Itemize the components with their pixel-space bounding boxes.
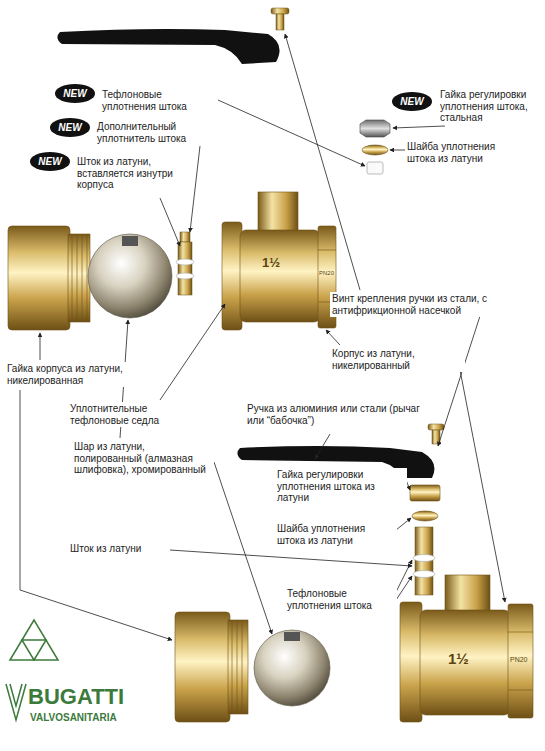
top-body-nut bbox=[8, 226, 90, 330]
leader-lines bbox=[20, 34, 505, 640]
new-badge: NEW bbox=[30, 152, 70, 171]
part-label: Шар из латуни, полированный (алмазная шл… bbox=[72, 440, 214, 477]
part-label: Тефлоновые уплотнения штока bbox=[285, 587, 397, 612]
part-label: Гайка корпуса из латуни, никелированная bbox=[5, 362, 140, 387]
pressure-marking: PN20 bbox=[319, 270, 339, 277]
part-label: Корпус из латуни, никелированный bbox=[330, 347, 465, 372]
top-teflon-seal bbox=[367, 162, 383, 174]
top-stem-nut bbox=[360, 120, 390, 137]
badge-text: NEW bbox=[63, 88, 86, 99]
part-label: Дополнительный уплотнитель штока bbox=[95, 120, 207, 145]
top-handle bbox=[57, 29, 279, 64]
new-badge: NEW bbox=[50, 118, 90, 137]
top-stem bbox=[176, 232, 194, 295]
top-washer bbox=[362, 145, 388, 155]
bottom-body bbox=[400, 575, 533, 722]
part-label: Шайба уплотнения штока из латуни bbox=[275, 522, 397, 547]
part-label: Шток из латуни, вставляется изнутри корп… bbox=[75, 155, 183, 192]
brand-subtitle: VALVOSANITARIA bbox=[30, 712, 150, 724]
bottom-stem-nut bbox=[410, 485, 440, 501]
part-label: Шайба уплотнения штока из латуни bbox=[405, 140, 517, 165]
bottom-stem bbox=[413, 527, 435, 595]
top-screw bbox=[271, 8, 289, 30]
top-body bbox=[222, 192, 336, 330]
bottom-ball bbox=[254, 630, 330, 706]
pressure-marking: PN20 bbox=[510, 656, 533, 664]
part-label: Гайка регулировки уплотнения штока из ла… bbox=[275, 468, 407, 505]
bottom-body-nut bbox=[175, 612, 248, 722]
part-label: Гайка регулировки уплотнения штока, стал… bbox=[438, 88, 543, 125]
part-label: Винт крепления ручки из стали, с антифри… bbox=[330, 292, 520, 317]
size-marking: 1½ bbox=[262, 256, 292, 271]
new-badge: NEW bbox=[392, 92, 432, 111]
part-label: Уплотнительные тефлоновые седла bbox=[68, 402, 168, 427]
bottom-washer bbox=[412, 511, 438, 521]
top-ball bbox=[88, 234, 172, 318]
badge-text: NEW bbox=[400, 96, 423, 107]
part-label: Шток из латуни bbox=[68, 542, 170, 556]
badge-text: NEW bbox=[58, 122, 81, 133]
size-marking: 1½ bbox=[448, 650, 482, 667]
part-label: Ручка из алюминия или стали (рычаг или “… bbox=[245, 402, 423, 427]
new-badge: NEW bbox=[55, 84, 95, 103]
brand-name: BUGATTI bbox=[28, 684, 178, 709]
part-label: Тефлоновые уплотнения штока bbox=[100, 88, 218, 113]
badge-text: NEW bbox=[38, 156, 61, 167]
